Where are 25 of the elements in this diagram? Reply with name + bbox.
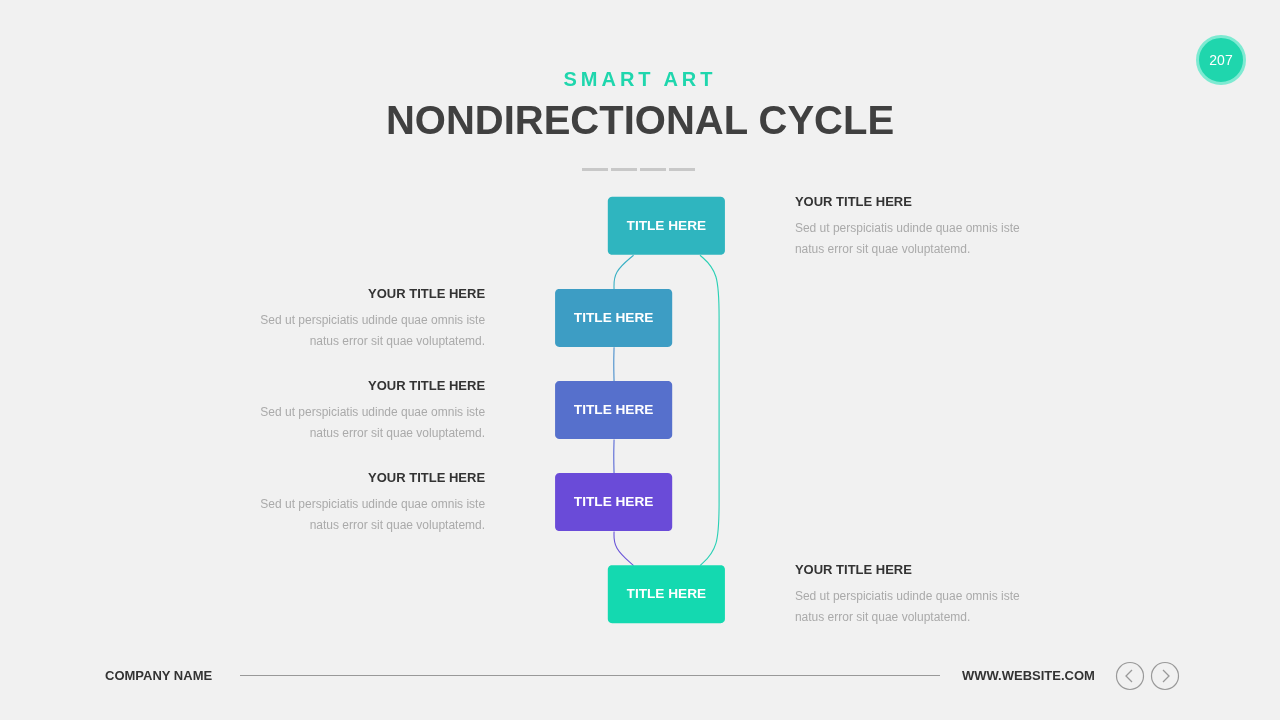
node-box: TITLE HERE — [607, 196, 725, 255]
connector — [699, 254, 720, 567]
description: Sed ut perspiciatis udinde quae omnis iste natus error sit quae voluptatemd. — [794, 219, 1021, 258]
website-address: WWW.WEBSITE.COM — [962, 668, 1095, 683]
connector — [613, 530, 635, 567]
description: Sed ut perspiciatis udinde quae omnis iste natus error sit quae voluptatemd. — [794, 588, 1021, 627]
subtitle: SMART ART — [562, 68, 718, 91]
description: Sed ut perspiciatis udinde quae omnis iste natus error sit quae voluptatemd. — [259, 496, 486, 535]
page-number-badge: 207 — [1196, 35, 1246, 85]
heading: YOUR TITLE HERE — [367, 285, 486, 301]
description: Sed ut perspiciatis udinde quae omnis iste natus error sit quae voluptatemd. — [259, 404, 486, 442]
company-name: COMPANY NAME — [105, 668, 213, 683]
node-box: TITLE HERE — [555, 288, 673, 347]
node-box: TITLE HERE — [607, 565, 725, 624]
connector — [613, 438, 615, 475]
node-box: TITLE HERE — [555, 381, 673, 439]
heading: YOUR TITLE HERE — [367, 378, 486, 393]
heading: YOUR TITLE HERE — [794, 193, 913, 209]
description: Sed ut perspiciatis udinde quae omnis iste natus error sit quae voluptatemd. — [259, 311, 486, 350]
heading: YOUR TITLE HERE — [794, 562, 913, 578]
connector — [613, 254, 635, 290]
node-box: TITLE HERE — [555, 473, 673, 532]
connector — [613, 346, 615, 382]
heading: YOUR TITLE HERE — [367, 470, 486, 486]
slide-title: NONDIRECTIONAL CYCLE — [384, 98, 896, 143]
